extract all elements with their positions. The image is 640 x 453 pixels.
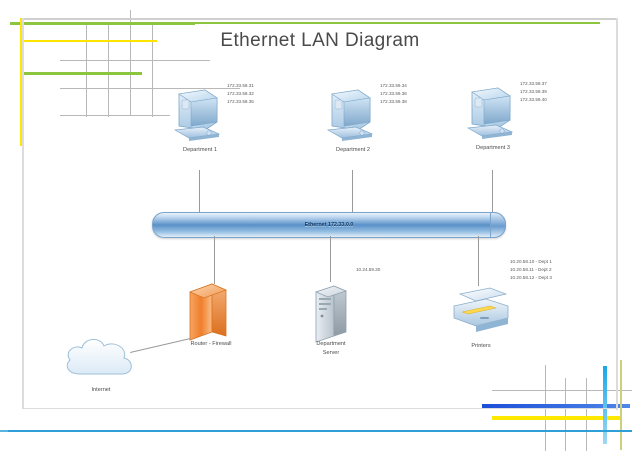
desktop-computer-icon [466, 87, 514, 139]
link-dept3-to-bus [492, 170, 493, 212]
workstation-1-label: Department 1 [183, 147, 217, 153]
frame-left-border [22, 18, 24, 408]
ethernet-bus[interactable]: Ethernet 172.33.0.0 [152, 212, 506, 238]
internet-cloud[interactable]: Internet [58, 330, 144, 393]
department-server-label: Department Server [316, 341, 346, 356]
link-dept1-to-bus [199, 170, 200, 212]
frame-right-border [616, 18, 618, 410]
printers-ip-list: 10.20.58.10 - Dept 1 10.20.58.11 - Dept … [510, 259, 552, 281]
printers-label: Printers [471, 343, 491, 349]
workstation-3-label: Department 3 [476, 145, 510, 151]
workstation-department-1[interactable]: 172.33.59.31 172.33.59.32 172.33.59.35 D… [165, 83, 254, 153]
router-firewall[interactable]: Router - Firewall [182, 278, 240, 348]
page-title: Ethernet LAN Diagram [220, 30, 420, 51]
frame-bottom-border [8, 430, 632, 432]
printer-icon [453, 287, 509, 332]
workstation-department-2[interactable]: 172.33.59.34 172.33.59.36 172.33.59.38 D… [318, 83, 407, 153]
link-bus-to-router [214, 236, 215, 284]
workstation-3-ip-list: 172.33.59.37 172.33.59.39 172.33.59.40 [520, 81, 547, 103]
desktop-computer-icon [173, 89, 221, 141]
workstation-2-ip-list: 172.33.59.34 172.33.59.36 172.33.59.38 [380, 83, 407, 105]
link-bus-to-server [330, 236, 331, 282]
cloud-icon [66, 339, 132, 375]
printers[interactable]: Printers 10.20.58.10 - Dept 1 10.20.58.1… [446, 259, 552, 349]
server-tower-icon [315, 285, 347, 343]
desktop-computer-icon [326, 89, 374, 141]
frame-top-border [22, 18, 618, 20]
ethernet-bus-label: Ethernet 172.33.0.0 [304, 222, 354, 228]
workstation-1-ip-list: 172.33.59.31 172.33.59.32 172.33.59.35 [227, 83, 254, 105]
link-bus-to-printer [478, 236, 479, 286]
frame-inner-bottom-border [22, 408, 618, 409]
router-firewall-label: Router - Firewall [190, 341, 232, 347]
internet-label: Internet [91, 387, 111, 393]
firewall-brick-icon [189, 283, 227, 341]
department-server[interactable]: Department Server 10.24.59.30 [304, 267, 380, 356]
link-dept2-to-bus [352, 170, 353, 212]
workstation-department-3[interactable]: 172.33.59.37 172.33.59.39 172.33.59.40 D… [458, 81, 547, 151]
workstation-2-label: Department 2 [336, 147, 370, 153]
department-server-ip: 10.24.59.30 [356, 267, 381, 272]
